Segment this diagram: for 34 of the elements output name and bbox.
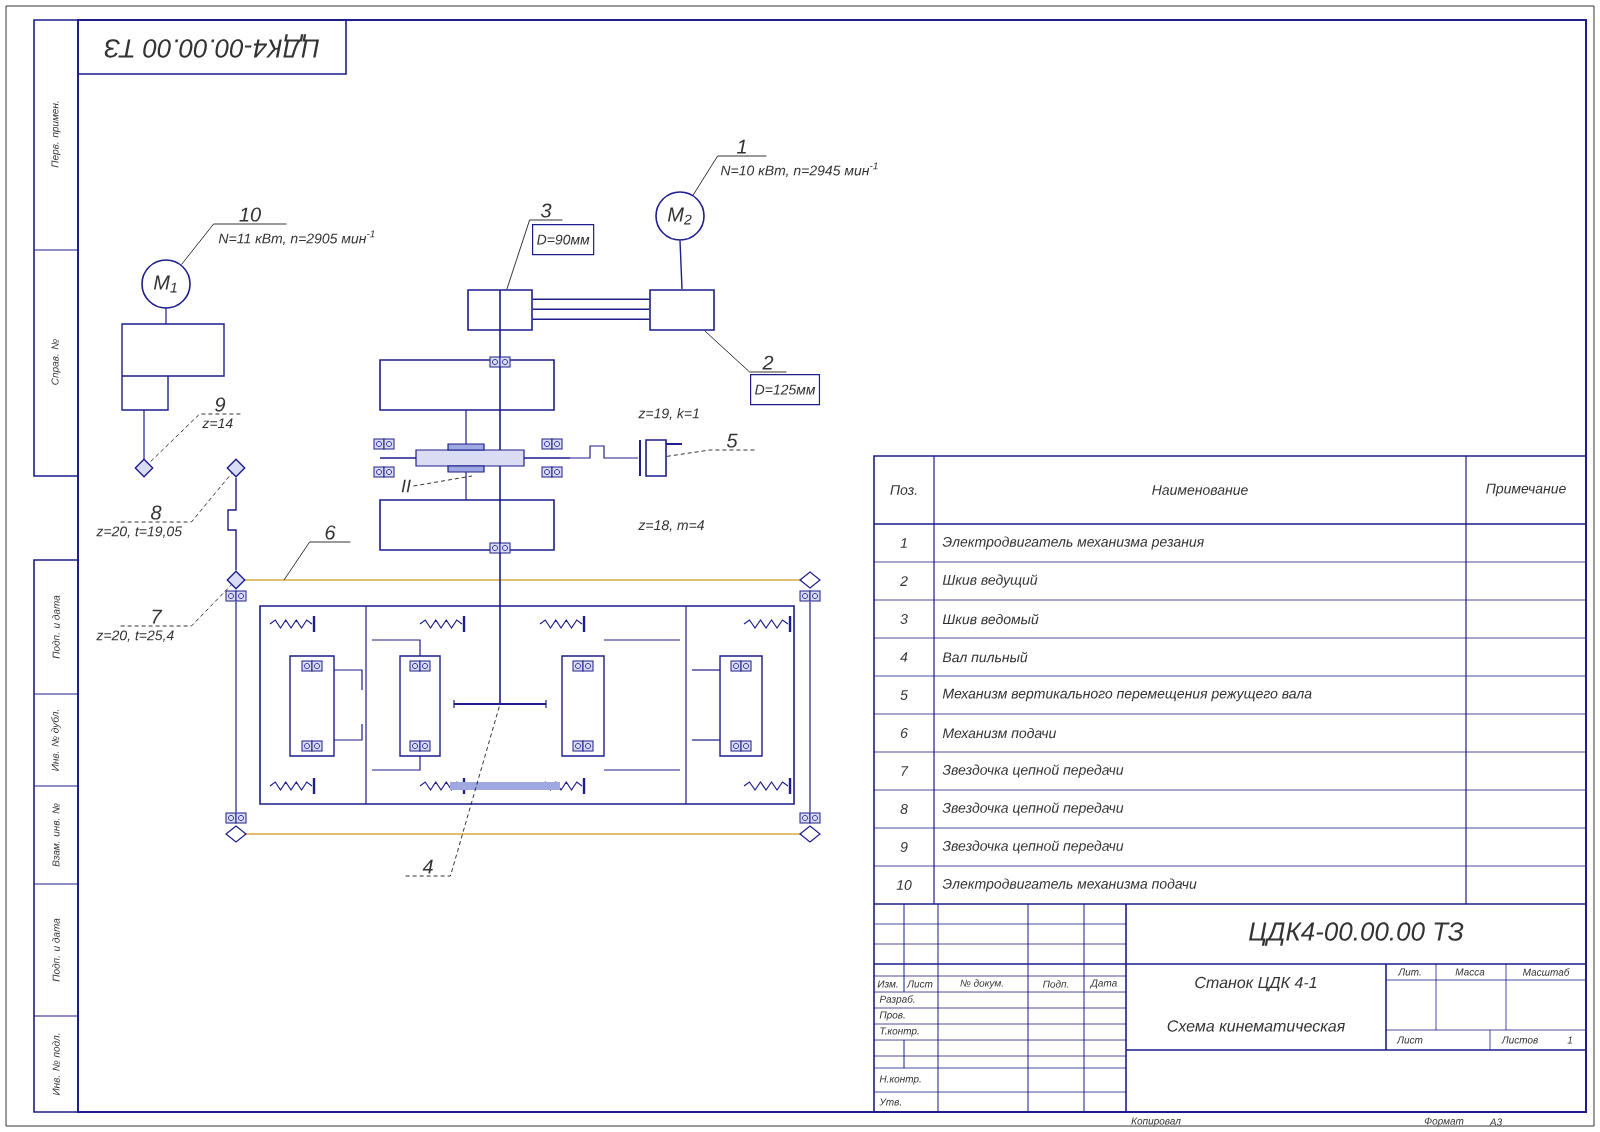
- callout-number: 10: [239, 207, 261, 222]
- leader-line: [704, 330, 787, 373]
- leader-line: [692, 155, 767, 196]
- leader-line: [283, 541, 351, 581]
- shaft-line: [227, 477, 237, 571]
- leader-line: [506, 219, 563, 290]
- drawing-number: ЦДК4-00.00.00 ТЗ: [1249, 922, 1464, 946]
- callout-number: 1: [737, 139, 746, 154]
- sprocket-symbol: [134, 458, 154, 478]
- drawing-title: Схема кинематическая: [1167, 1020, 1345, 1032]
- leader-line: [666, 449, 755, 457]
- callout-number: 3: [540, 203, 552, 218]
- sprocket-symbol: [226, 458, 246, 478]
- leader-line: [120, 584, 232, 627]
- drawing-title: Станок ЦДК 4-1: [1195, 976, 1317, 992]
- leader-line: [405, 703, 501, 877]
- leader-line: [120, 472, 232, 523]
- callout-number: 4: [422, 859, 433, 874]
- callout-number: 7: [152, 609, 163, 624]
- leader-line: [148, 413, 241, 464]
- mark-text: II: [401, 479, 411, 493]
- callout-number: 2: [762, 355, 774, 370]
- callout-number: 8: [151, 505, 162, 520]
- drawing-number: ЦДК4-00.00.00 ТЗ: [104, 34, 319, 58]
- callout-number: 5: [726, 433, 738, 448]
- shaft-line: [679, 240, 683, 290]
- callout-number: 9: [215, 397, 226, 412]
- pulley-box: [467, 289, 533, 331]
- clutch-box: [645, 439, 667, 477]
- belt-line: [532, 298, 650, 320]
- pulley-box: [649, 289, 715, 331]
- leader-line: [181, 223, 287, 265]
- callout-number: 6: [325, 525, 336, 540]
- leader-line: [413, 475, 473, 487]
